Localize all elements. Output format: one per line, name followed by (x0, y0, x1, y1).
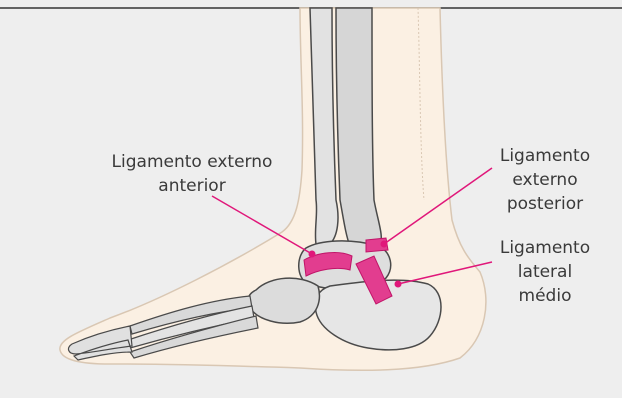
leader-dot-anterior (309, 251, 316, 258)
leader-dot-medio (395, 281, 402, 288)
label-ligamento-externo-anterior: Ligamento externo anterior (92, 150, 292, 198)
label-ligamento-lateral-medio: Ligamento lateral médio (480, 236, 610, 308)
label-ligamento-externo-posterior: Ligamento externo posterior (480, 144, 610, 216)
leader-dot-posterior (381, 241, 388, 248)
